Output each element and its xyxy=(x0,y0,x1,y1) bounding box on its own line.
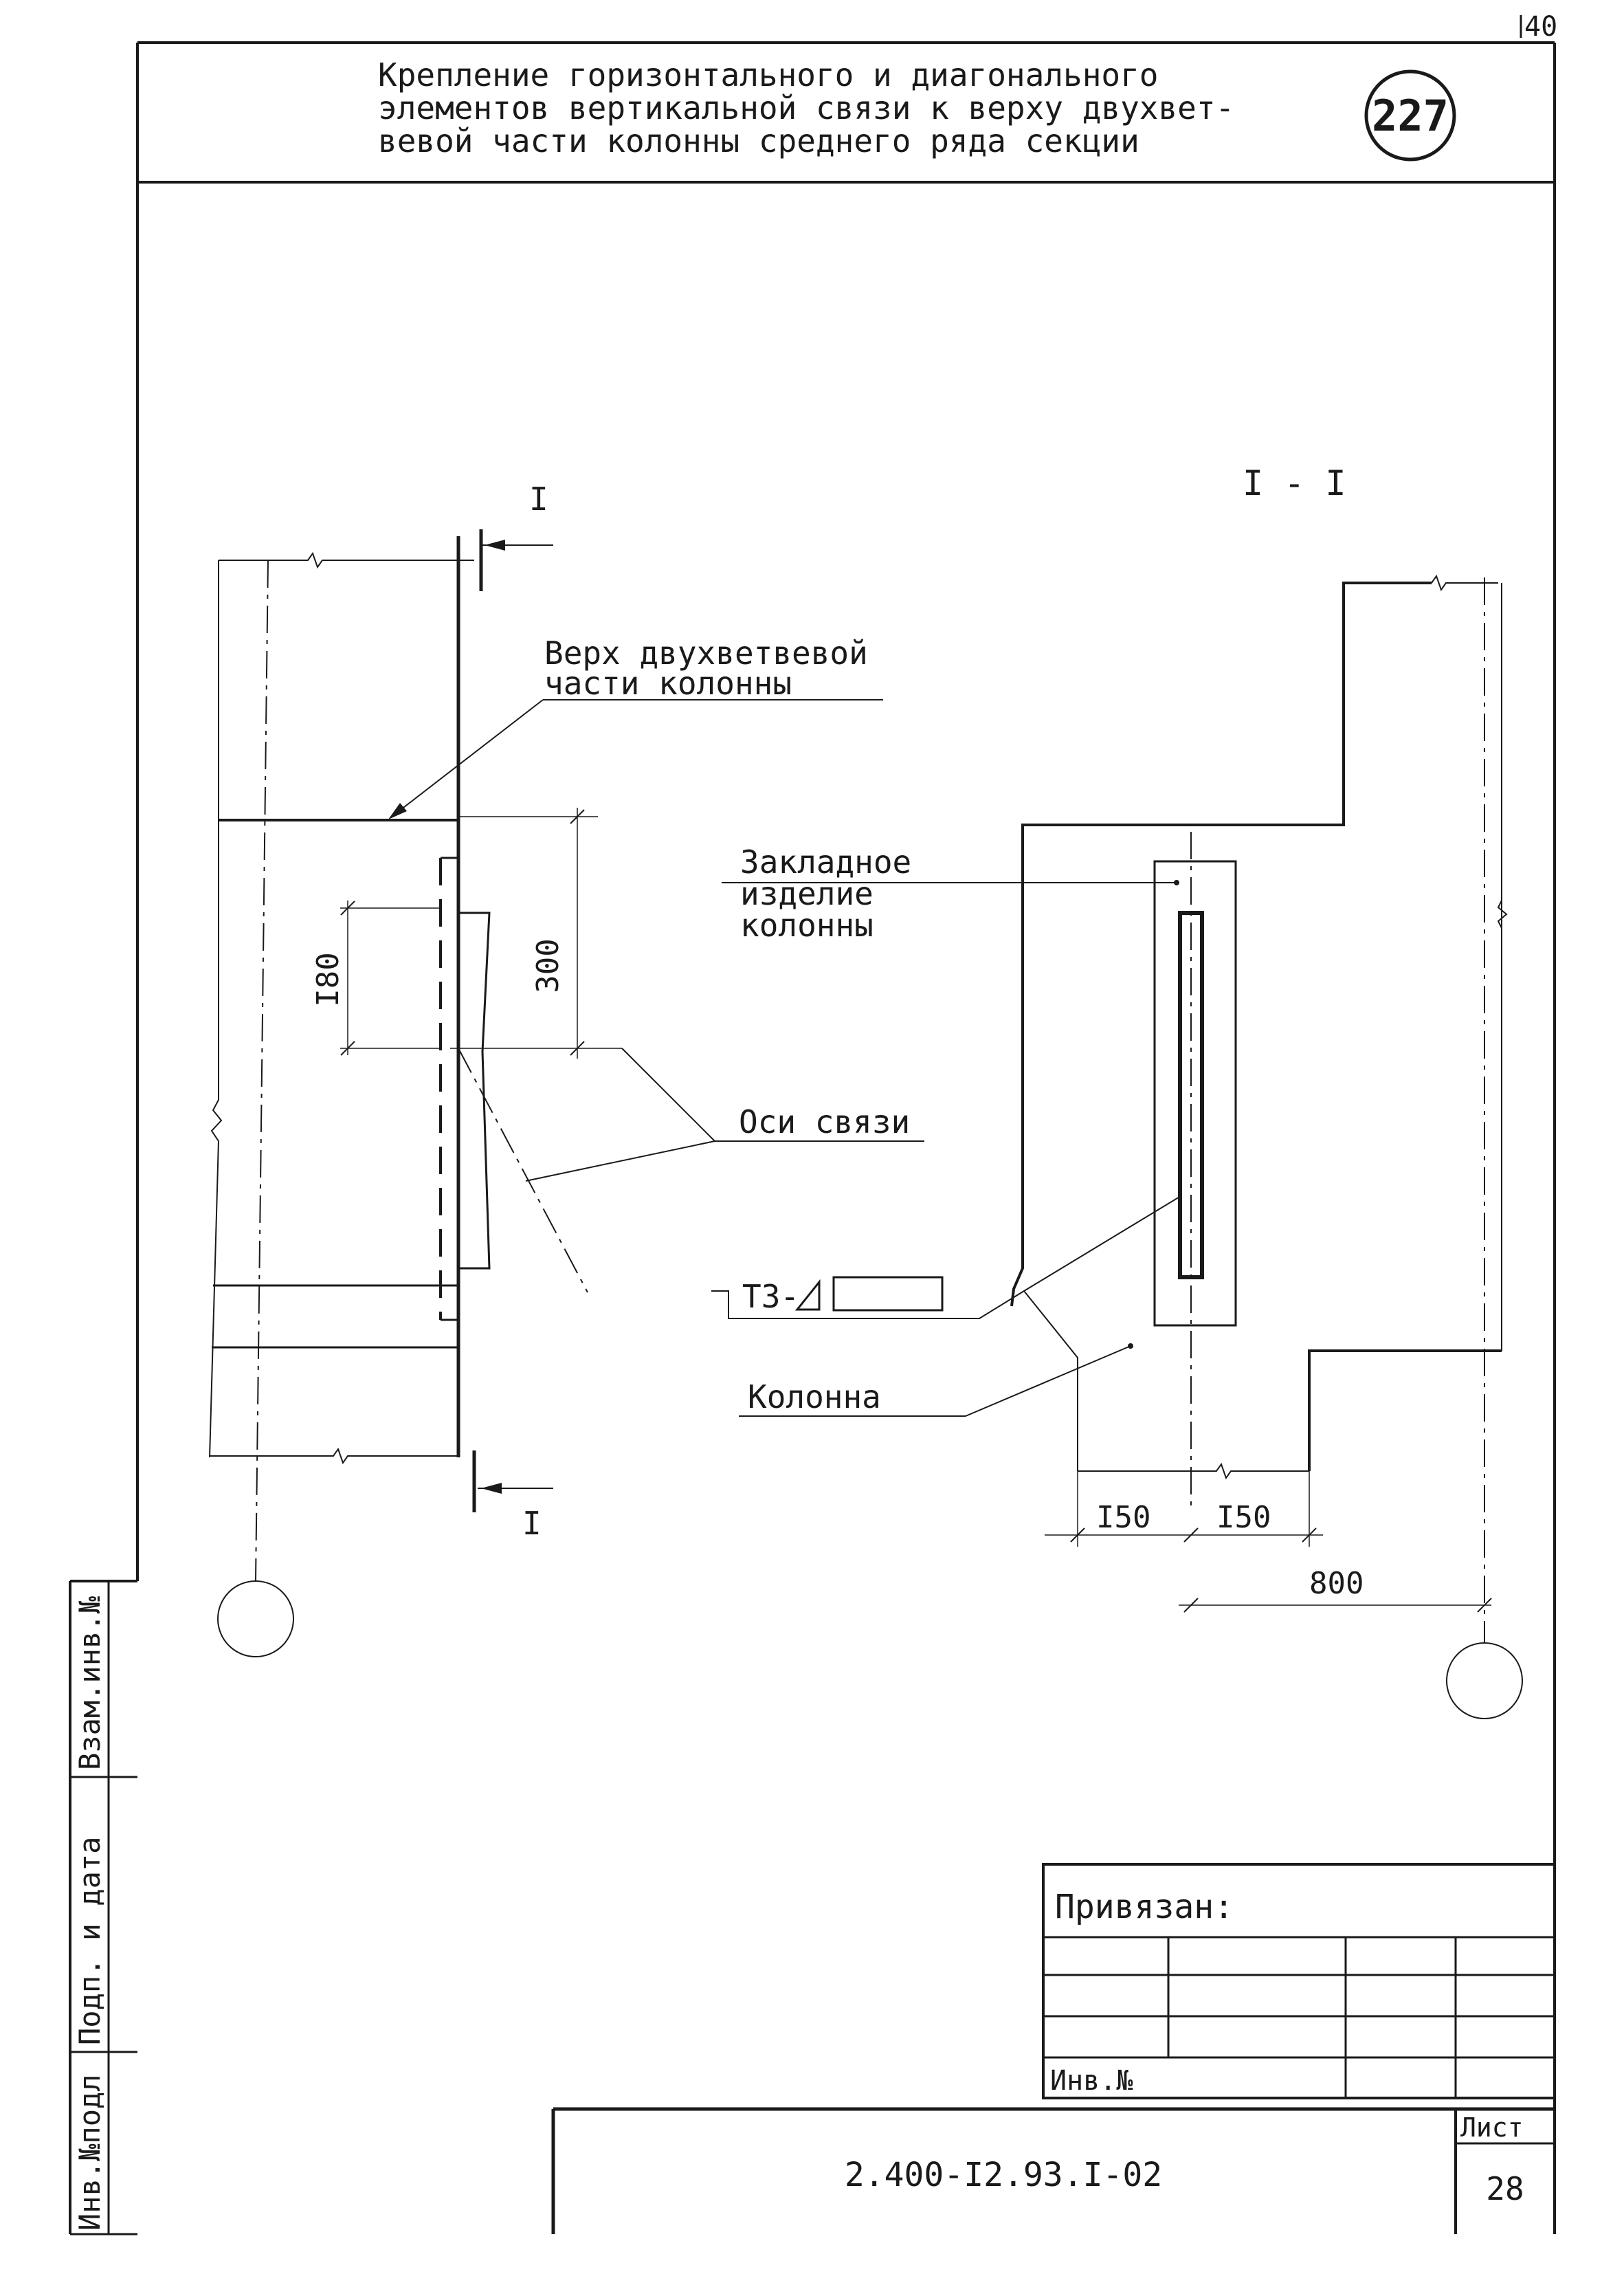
label-top-of-column-2: части колонны xyxy=(544,665,792,702)
title-line-1: Крепление горизонтального и диагональног… xyxy=(378,56,1158,93)
section-view xyxy=(711,574,1523,1719)
label-embedded-3: колонны xyxy=(740,907,874,944)
section-mark-bottom: I xyxy=(522,1505,542,1542)
section-cut-top xyxy=(479,529,553,591)
stamp-inv-original: Инв.№подл xyxy=(73,2074,107,2231)
dim-150-right: I50 xyxy=(1216,1500,1271,1535)
stamp-sign-date: Подп. и дата xyxy=(73,1837,107,2045)
dim-150-left: I50 xyxy=(1096,1500,1150,1535)
dimension-300 xyxy=(450,808,622,1059)
stamp-replaced-inv: Взам.инв.№ xyxy=(73,1596,107,1770)
side-stamp xyxy=(69,1580,137,2236)
sheet-number: 28 xyxy=(1486,2170,1524,2207)
binding-title: Привязан: xyxy=(1055,1888,1234,1926)
dimension-800 xyxy=(1179,1598,1492,1613)
label-column: Колонна xyxy=(748,1378,881,1415)
dimension-150-150 xyxy=(1045,1471,1323,1547)
title-block xyxy=(551,2107,1555,2234)
section-cut-bottom xyxy=(472,1450,553,1512)
sheet-label: Лист xyxy=(1460,2112,1524,2143)
header-title: Крепление горизонтального и диагональног… xyxy=(378,56,1234,159)
binding-table xyxy=(1042,1863,1556,2099)
sheet-frame xyxy=(136,15,1556,2234)
dimension-180 xyxy=(340,901,441,1056)
binding-inv-label: Инв.№ xyxy=(1050,2065,1133,2097)
leader-brace-axes xyxy=(525,1048,924,1182)
label-weld: Т3- xyxy=(742,1278,799,1315)
section-mark-top: I xyxy=(529,481,548,518)
label-embedded-2: изделие xyxy=(740,875,874,912)
title-line-2: элементов вертикальной связи к верху дву… xyxy=(378,89,1234,126)
dim-180-label: I80 xyxy=(311,952,346,1006)
label-top-of-column-1: Верх двухветвевой xyxy=(544,634,868,672)
label-embedded-1: Закладное xyxy=(740,843,911,881)
dim-800: 800 xyxy=(1309,1566,1364,1601)
document-code: 2.400-I2.93.I-02 xyxy=(845,2156,1162,2194)
label-brace-axes: Оси связи xyxy=(739,1103,910,1140)
detail-number-badge: 227 xyxy=(1364,69,1456,162)
sheet-corner-number: 40 xyxy=(1524,11,1557,43)
leader-top-of-column xyxy=(388,699,883,819)
section-title: I - I xyxy=(1243,463,1346,503)
elevation-view xyxy=(209,536,588,1657)
dim-300-label: 300 xyxy=(531,938,566,993)
title-line-3: вевой части колонны среднего ряда секции xyxy=(378,122,1139,159)
detail-number: 227 xyxy=(1372,91,1449,141)
